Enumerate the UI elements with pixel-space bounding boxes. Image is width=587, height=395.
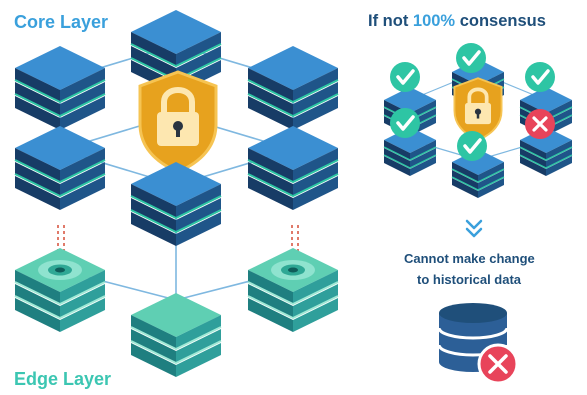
message-line-1: Cannot make change: [404, 251, 535, 266]
cross-icon: [477, 343, 519, 385]
checkmark-icon: [455, 129, 489, 163]
edge-server-center: [130, 292, 222, 378]
headline-prefix: If not: [368, 12, 413, 30]
small-shield-lock-icon: [452, 76, 504, 143]
message-line-2: to historical data: [417, 272, 522, 287]
headline-suffix: consensus: [455, 12, 546, 30]
core-server-mid-right: [247, 125, 339, 211]
edge-server-left: [14, 247, 106, 333]
headline-percentage: 100%: [412, 12, 456, 30]
core-server-mid-left: [14, 125, 106, 211]
edge-layer-label: Edge Layer: [14, 369, 112, 389]
shield-lock-icon: [140, 72, 216, 172]
checkmark-icon: [523, 60, 557, 94]
consensus-headline: If not 100% consensus: [368, 12, 546, 31]
core-layer-label: Core Layer: [14, 12, 109, 32]
chevron-down-icon: [465, 219, 483, 238]
cross-icon: [525, 109, 555, 139]
edge-server-right: [247, 247, 339, 333]
checkmark-icon: [454, 41, 488, 75]
checkmark-icon: [388, 60, 422, 94]
checkmark-icon: [388, 106, 422, 140]
